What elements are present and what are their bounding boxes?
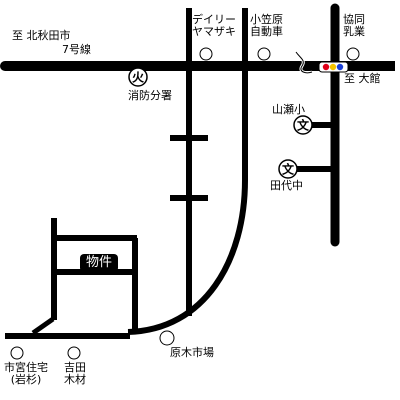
ichimiya-line1: 市宮住宅 [4, 361, 48, 374]
ichimiya-landmark-circle-icon [10, 346, 24, 360]
yamase-school-label: 山瀬小 [272, 103, 305, 116]
svg-text:火: 火 [132, 71, 145, 85]
route7-label: 7号線 [62, 43, 91, 56]
kyodo-line1: 協同 [343, 13, 365, 26]
ogasawara-line1: 小笠原 [250, 13, 283, 26]
fire-station-label: 消防分署 [128, 89, 172, 102]
ichimiya-line2: (岩杉) [10, 373, 42, 386]
tashiro-school-icon: 文 [278, 159, 298, 179]
to-odate-label: 至 大館 [344, 72, 381, 85]
ogasawara-landmark-circle-icon [257, 47, 271, 61]
fire-station-icon: 火 [128, 67, 148, 87]
yoshida-label: 吉田 木材 [64, 362, 86, 386]
kyodo-label: 協同 乳業 [343, 14, 365, 38]
ogasawara-line2: 自動車 [250, 25, 283, 38]
property-badge: 物件 [80, 254, 119, 272]
ichimiya-label: 市宮住宅 (岩杉) [4, 362, 48, 386]
daily-yamazaki-label: デイリー ヤマザキ [192, 14, 236, 38]
tashiro-school-label: 田代中 [270, 179, 303, 192]
svg-text:文: 文 [282, 162, 295, 177]
daily-line2: ヤマザキ [192, 25, 236, 38]
daily-landmark-circle-icon [199, 47, 213, 61]
yamase-school-icon: 文 [293, 115, 313, 135]
curved-road [127, 8, 248, 335]
yoshida-line2: 木材 [64, 373, 86, 386]
traffic-light-icon [318, 61, 349, 73]
kyodo-line2: 乳業 [343, 25, 365, 38]
haragi-landmark-circle-icon [159, 330, 175, 346]
kyodo-landmark-circle-icon [346, 47, 360, 61]
ogasawara-label: 小笠原 自動車 [250, 14, 283, 38]
to-kitaakita-label: 至 北秋田市 [12, 29, 71, 42]
diagonal-road [31, 316, 55, 336]
daily-line1: デイリー [192, 13, 236, 26]
connector-curve-outline [295, 51, 313, 74]
yoshida-line1: 吉田 [64, 361, 86, 374]
haragi-market-label: 原木市場 [170, 346, 214, 359]
yoshida-landmark-circle-icon [67, 346, 81, 360]
svg-text:文: 文 [297, 118, 310, 133]
